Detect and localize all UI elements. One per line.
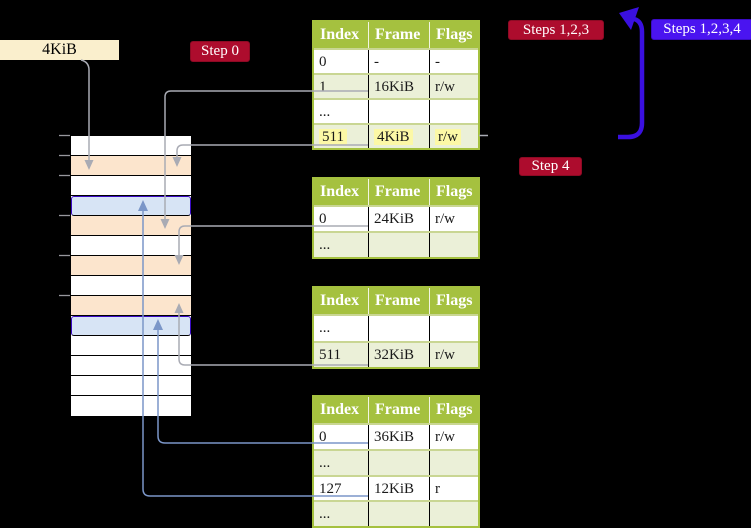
stack-tick-marks <box>59 134 70 297</box>
memory-row-5-peach <box>71 216 191 236</box>
table2-col-flags: Flags <box>436 183 473 200</box>
cell-frame: 16KiB <box>369 75 430 98</box>
cell-flags: r <box>435 480 440 497</box>
table1-row-1: 1 16KiB r/w <box>314 73 478 98</box>
cell-index: 511 <box>314 125 369 148</box>
table4-row-ellipsis-2: ... <box>314 500 478 526</box>
step0-label: Step 0 <box>190 41 250 62</box>
memory-row-4-blue <box>71 196 191 216</box>
page-table-3: Index Frame Flags ... 511 32KiB r/w <box>312 286 480 369</box>
table2-col-frame: Frame <box>369 179 430 205</box>
cell-index: ... <box>314 316 369 341</box>
cell-flags <box>430 502 478 526</box>
cell-flags: - <box>435 54 440 70</box>
step4-label: Step 4 <box>519 157 582 176</box>
cell-index: ... <box>314 450 369 475</box>
cell-frame: 4KiB <box>369 125 430 148</box>
table1-row-0: 0 - - <box>314 48 478 73</box>
cell-index: 0 <box>314 207 369 231</box>
cell-flags <box>430 316 478 341</box>
memory-row-2-peach <box>71 156 191 176</box>
table3-col-frame: Frame <box>369 288 430 314</box>
cell-frame: 12KiB <box>369 476 430 501</box>
cell-index: 1 <box>314 75 369 98</box>
page-table-1: Index Frame Flags 0 - - 1 16KiB r/w ... … <box>312 20 480 150</box>
table1-row-511: 511 4KiB r/w <box>314 123 478 148</box>
cell-flags: r/w <box>435 79 455 95</box>
memory-row-14-white <box>71 396 191 416</box>
cell-frame: 24KiB <box>369 207 430 231</box>
cell-flags: r/w <box>435 211 455 227</box>
cell-index: 511 <box>314 342 369 367</box>
cell-frame <box>369 316 430 341</box>
table1-col-index: Index <box>314 22 369 48</box>
page-table-2: Index Frame Flags 0 24KiB r/w ... <box>312 177 480 259</box>
memory-row-7-peach <box>71 256 191 276</box>
highlight-flags: r/w <box>435 129 461 145</box>
table4-col-flags: Flags <box>436 401 473 418</box>
cell-frame <box>369 502 430 526</box>
cell-flags <box>430 451 478 475</box>
cell-frame: - <box>369 50 430 73</box>
cell-index: ... <box>314 100 369 123</box>
steps123-label: Steps 1,2,3 <box>508 20 604 40</box>
steps1234-label: Steps 1,2,3,4 <box>651 19 751 40</box>
cell-flags: r/w <box>435 429 455 445</box>
table1-col-frame: Frame <box>369 22 430 48</box>
table2-col-index: Index <box>314 179 369 205</box>
table2-row-ellipsis: ... <box>314 231 478 257</box>
table3-header: Index Frame Flags <box>314 288 478 314</box>
cell-frame <box>369 450 430 475</box>
cell-flags: r/w <box>430 125 478 148</box>
table4-row-0: 0 36KiB r/w <box>314 423 478 449</box>
memory-stack <box>70 135 192 417</box>
frame-size-label: 4KiB <box>0 40 119 60</box>
memory-row-11-white <box>71 336 191 356</box>
loop-back-arrow <box>618 7 645 140</box>
table1-header: Index Frame Flags <box>314 22 478 48</box>
cell-frame <box>369 100 430 123</box>
table2-row-0: 0 24KiB r/w <box>314 205 478 231</box>
highlight-frame: 4KiB <box>374 129 413 145</box>
memory-row-8-white <box>71 276 191 296</box>
cell-index: 127 <box>314 476 369 501</box>
memory-row-3-white <box>71 176 191 196</box>
memory-row-12-white <box>71 356 191 376</box>
table3-row-ellipsis: ... <box>314 314 478 341</box>
cell-index: ... <box>314 233 369 257</box>
cell-frame: 36KiB <box>369 425 430 449</box>
table4-row-127: 127 12KiB r <box>314 474 478 501</box>
table3-col-flags: Flags <box>436 292 473 309</box>
highlight-index: 511 <box>319 129 347 145</box>
cell-frame: 32KiB <box>369 342 430 367</box>
memory-row-6-white <box>71 236 191 256</box>
table4-header: Index Frame Flags <box>314 397 478 423</box>
cell-flags: r/w <box>435 346 455 363</box>
table3-row-511: 511 32KiB r/w <box>314 340 478 367</box>
table3-col-index: Index <box>314 288 369 314</box>
table4-col-index: Index <box>314 397 369 423</box>
cell-frame <box>369 233 430 257</box>
memory-row-13-white <box>71 376 191 396</box>
table1-col-flags: Flags <box>436 26 473 43</box>
page-table-4: Index Frame Flags 0 36KiB r/w ... 127 12… <box>312 395 480 528</box>
memory-row-1-white <box>71 136 191 156</box>
table1-row-ellipsis: ... <box>314 98 478 123</box>
memory-row-9-peach <box>71 296 191 316</box>
cell-flags <box>430 100 478 123</box>
table2-header: Index Frame Flags <box>314 179 478 205</box>
cell-index: 0 <box>314 425 369 449</box>
cell-index: 0 <box>314 50 369 73</box>
cell-index: ... <box>314 502 369 526</box>
table4-col-frame: Frame <box>369 397 430 423</box>
memory-row-10-blue <box>71 316 191 336</box>
table4-row-ellipsis-1: ... <box>314 448 478 475</box>
cell-flags <box>430 233 478 257</box>
